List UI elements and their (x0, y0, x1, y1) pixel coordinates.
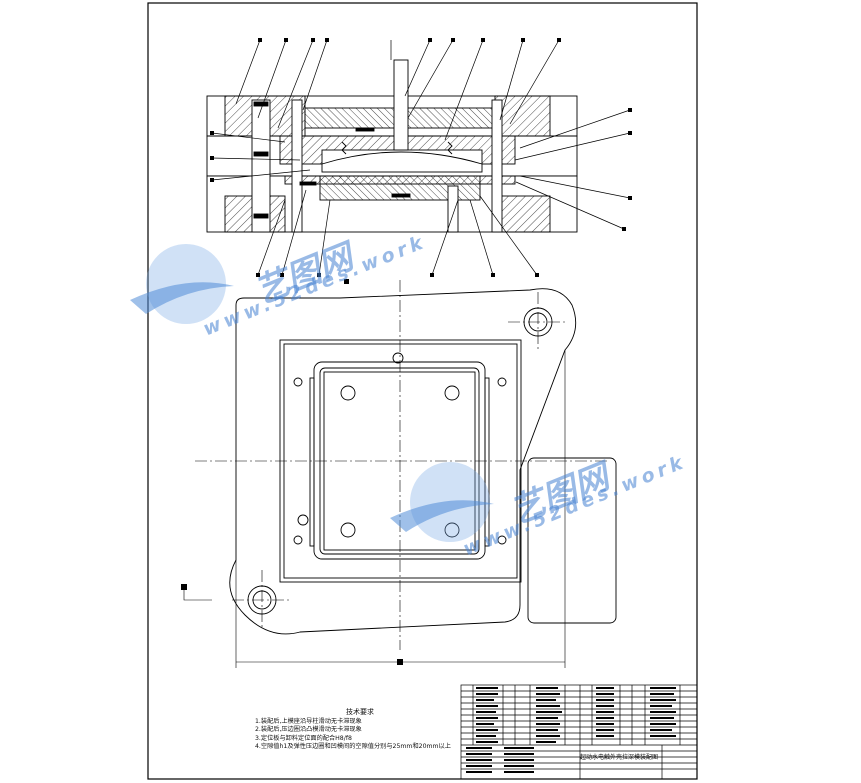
center-lines (195, 280, 610, 650)
leader-dots (210, 38, 632, 284)
technical-requirement-line: 2.装配后,压边圈沿凸模滑动无卡滞现象 (255, 726, 362, 734)
title-block (460, 684, 698, 780)
drawing-name: 起动水电触外壳拉深模装配图 (580, 754, 659, 761)
technical-requirement-line: 3.定位板与卸料定位面的配合H8/f8 (255, 734, 352, 742)
leader-lines (211, 39, 631, 276)
title-block-glyphs (466, 687, 676, 773)
dimension-value-box (397, 659, 403, 665)
watermark-logo-left (130, 244, 234, 324)
section-view (206, 59, 578, 233)
drawing-border (147, 2, 698, 780)
technical-requirements: 技术要求 1.装配后,上模座沿导柱滑动无卡滞现象 2.装配后,压边圈沿凸模滑动无… (255, 708, 465, 752)
section-mark (181, 584, 187, 590)
technical-requirement-line: 4.空隙值h1及弹性压边圈和凹模间的空隙值分别与25mm和20mm以上 (255, 743, 451, 751)
dimension-line (183, 350, 566, 668)
watermark-logo-right (390, 462, 494, 542)
technical-requirement-line: 1.装配后,上模座沿导柱滑动无卡滞现象 (255, 717, 362, 725)
technical-requirements-title: 技术要求 (346, 708, 374, 716)
